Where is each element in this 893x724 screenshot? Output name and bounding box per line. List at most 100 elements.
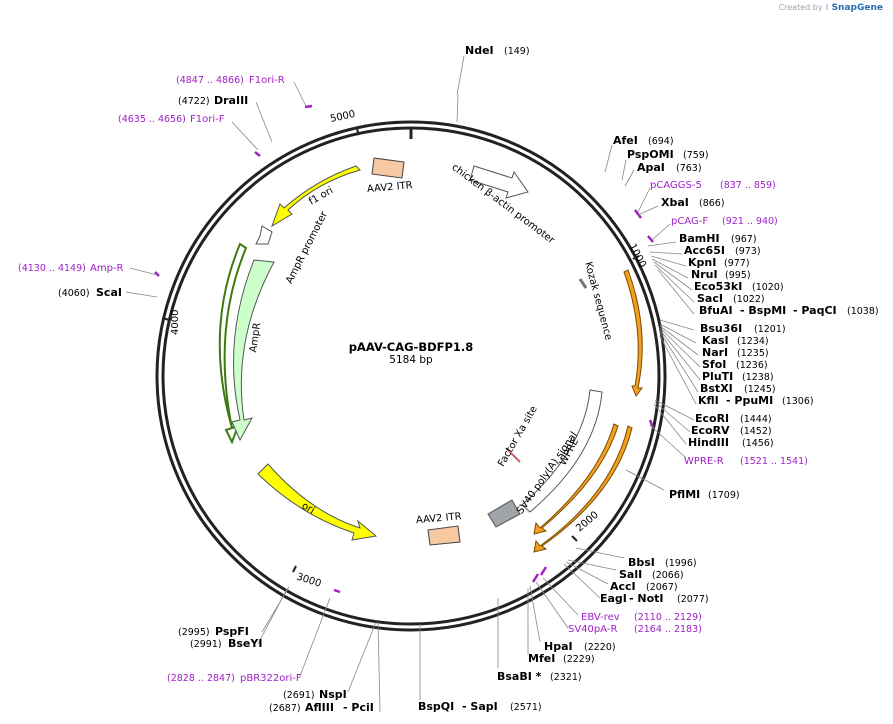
cds-arrow-3	[533, 425, 633, 553]
primer-pcaggs5: pCAGGS-5	[650, 180, 702, 191]
site-afliii-pos: (2687)	[269, 703, 301, 714]
site-hindiii-pos: (1456)	[742, 438, 774, 449]
site-ecori: EcoRI	[695, 412, 729, 425]
site-sapi: - SapI	[462, 700, 498, 713]
feature-itr-bottom: AAV2 ITR	[416, 511, 463, 526]
aav2-itr-bottom-feature	[427, 525, 461, 546]
aav2-itr-top-feature	[371, 157, 405, 179]
site-eco53ki: Eco53kI	[694, 280, 742, 293]
backbone-inner	[161, 126, 661, 626]
credit-brand: SnapGene	[831, 3, 883, 13]
site-pspomi: PspOMI	[627, 148, 674, 161]
primer-wprer-pos: (1521 .. 1541)	[740, 456, 808, 467]
primer-pcagf-pos: (921 .. 940)	[722, 216, 778, 227]
site-pcii: - PciI	[343, 701, 374, 714]
site-sfoi: SfoI	[702, 358, 726, 371]
site-pflmi-pos: (1709)	[708, 490, 740, 501]
site-ecorv-pos: (1452)	[740, 426, 772, 437]
primer-f1orif: F1ori-F	[190, 114, 225, 125]
site-bamhi: BamHI	[679, 232, 720, 245]
tick-4000: 4000	[170, 310, 181, 335]
ampr-promoter-arrow	[255, 225, 273, 245]
site-mfei-pos: (2229)	[563, 654, 595, 665]
wpre-arrow	[521, 389, 603, 513]
site-saci-pos: (1022)	[733, 294, 765, 305]
site-bsu36i: Bsu36I	[700, 322, 742, 335]
site-bsu36i-pos: (1201)	[754, 324, 786, 335]
site-nrui-pos: (995)	[725, 270, 751, 281]
site-pluti-pos: (1238)	[742, 372, 774, 383]
site-draiii-pos: (4722)	[178, 96, 210, 107]
snapgene-logo-icon: ⌇	[825, 3, 830, 12]
primer-pcagf: pCAG-F	[671, 216, 708, 227]
site-bstxi-pos: (1245)	[744, 384, 776, 395]
chicken-promoter-arrow	[469, 165, 529, 199]
feature-ampr-promoter: AmpR promoter	[284, 209, 330, 286]
site-pspomi-pos: (759)	[683, 150, 709, 161]
site-scai-pos: (4060)	[58, 288, 90, 299]
site-ecori-pos: (1444)	[740, 414, 772, 425]
site-sali: SalI	[619, 568, 642, 581]
site-ecorv: EcoRV	[691, 424, 730, 437]
primer-sv40par: SV40pA-R	[568, 624, 617, 635]
cds-arrow-2	[533, 423, 619, 535]
primer-labels: pCAGGS-5 (837 .. 859) pCAG-F (921 .. 940…	[18, 75, 808, 684]
site-hpai: HpaI	[544, 640, 573, 653]
primer-ampr: Amp-R	[90, 263, 124, 274]
site-sali-pos: (2066)	[652, 570, 684, 581]
site-kfli-pos: (1306)	[782, 396, 814, 407]
site-bbsi-pos: (1996)	[665, 558, 697, 569]
site-hindiii: HindIII	[688, 436, 729, 449]
ori-arrow	[257, 463, 378, 541]
plasmid-size: 5184 bp	[389, 354, 433, 366]
scale-ticks	[162, 128, 640, 573]
primer-ebvrev-pos: (2110 .. 2129)	[634, 612, 702, 623]
feature-kozak: Kozak sequence	[582, 261, 614, 342]
backbone-outer	[155, 120, 667, 632]
tick-3000: 3000	[295, 572, 323, 590]
site-xbai: XbaI	[661, 196, 689, 209]
feature-ampr: AmpR	[248, 322, 263, 353]
site-acci: AccI	[610, 580, 636, 593]
site-kasi: KasI	[702, 334, 729, 347]
site-ppumi: - PpuMI	[726, 394, 773, 407]
primer-pcaggs5-pos: (837 .. 859)	[720, 180, 776, 191]
site-pspfi-pos: (2995)	[178, 627, 210, 638]
site-acci-pos: (2067)	[646, 582, 678, 593]
site-pspfi: PspFI	[215, 625, 249, 638]
site-bspqi: BspQI	[418, 700, 454, 713]
f1-ori-arrow	[271, 165, 361, 228]
site-bsabi-pos: (2321)	[550, 672, 582, 683]
site-nari: NarI	[702, 346, 728, 359]
site-bseyi: BseYI	[228, 637, 262, 650]
ampr-outline	[218, 242, 248, 445]
site-kpni-pos: (977)	[724, 258, 750, 269]
tick-5000: 5000	[329, 109, 356, 125]
credit-prefix: Created by	[778, 3, 823, 12]
site-kasi-pos: (1234)	[737, 336, 769, 347]
primer-f1orir-pos: (4847 .. 4866)	[176, 75, 244, 86]
site-pflmi: PflMI	[669, 488, 700, 501]
site-eagi: EagI	[600, 592, 627, 605]
site-afliii: AflIII	[305, 701, 334, 714]
site-noti: - NotI	[629, 592, 664, 605]
snapgene-credit: Created by ⌇ SnapGene	[779, 3, 883, 13]
ampr-arrow	[231, 259, 275, 442]
site-xbai-pos: (866)	[699, 198, 725, 209]
kozak-mark	[578, 278, 588, 289]
feature-itr-top: AAV2 ITR	[367, 180, 414, 195]
sv40-polya-feature	[487, 499, 521, 528]
site-bbsi: BbsI	[628, 556, 655, 569]
site-nrui: NruI	[691, 268, 718, 281]
site-ndei: NdeI	[465, 44, 494, 57]
site-afei: AfeI	[613, 134, 638, 147]
primer-f1orif-pos: (4635 .. 4656)	[118, 114, 186, 125]
cds-arrow-1	[623, 269, 643, 398]
feature-chicken-promoter: chicken β-actin promoter	[449, 162, 557, 247]
primer-sv40par-pos: (2164 .. 2183)	[634, 624, 702, 635]
site-apai-pos: (763)	[676, 163, 702, 174]
site-acc65i-pos: (973)	[735, 246, 761, 257]
site-paqci: - PaqCI	[793, 304, 837, 317]
site-apai: ApaI	[637, 161, 665, 174]
